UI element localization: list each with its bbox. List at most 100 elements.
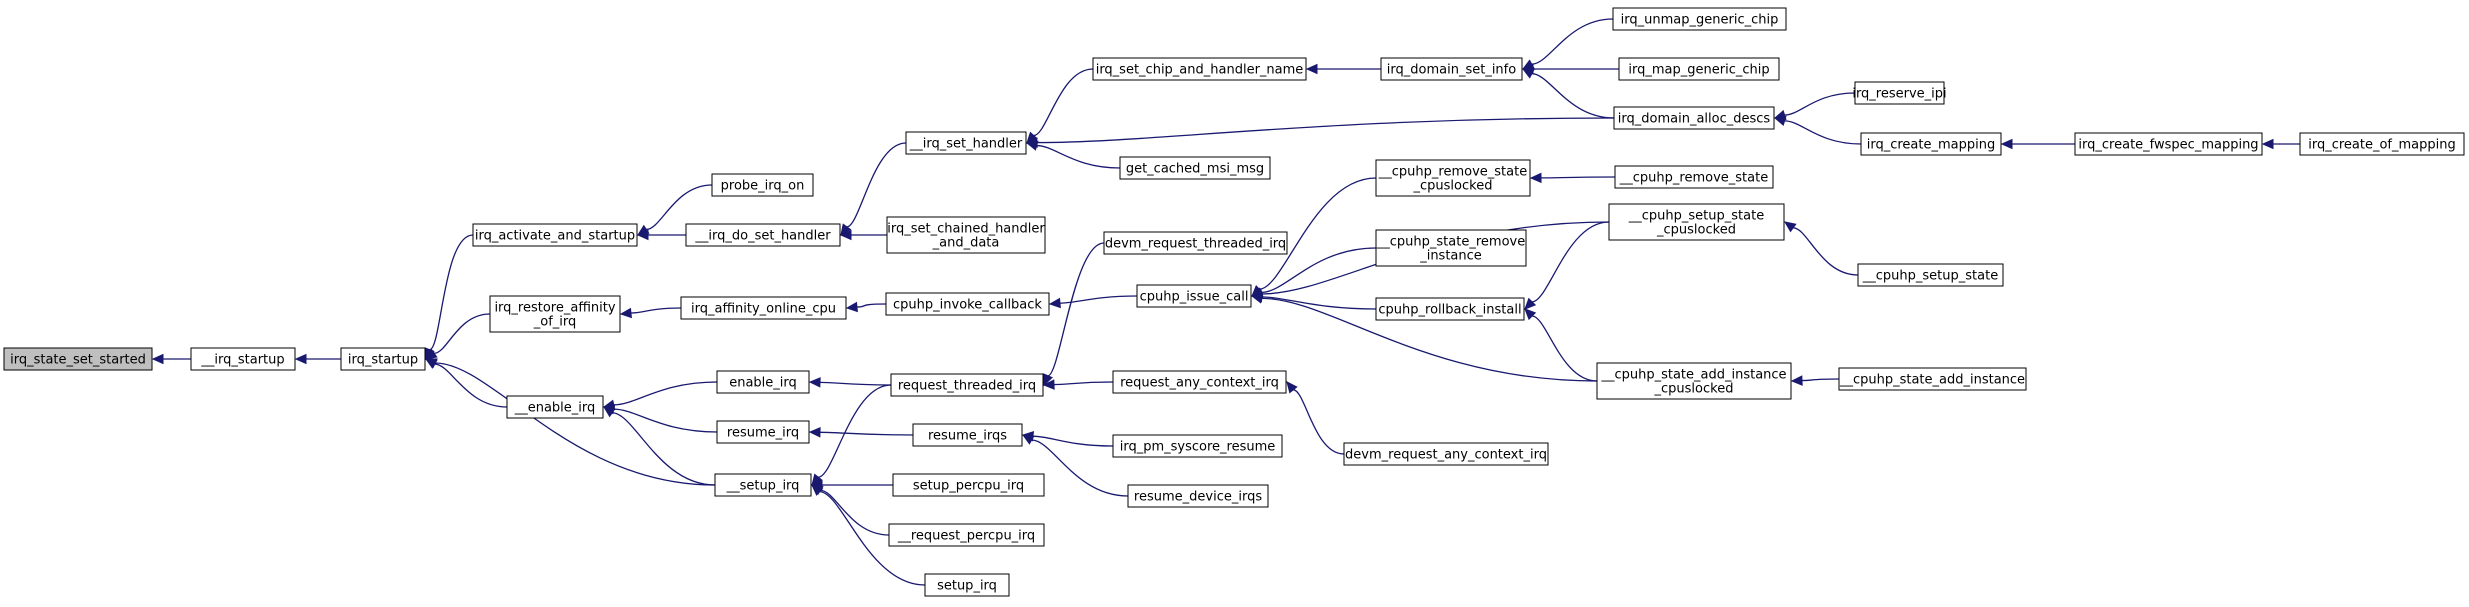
node-cpuhp-setup-state-cpuslocked[interactable]: __cpuhp_setup_state_cpuslocked [1608,203,1785,241]
node-label: cpuhp_invoke_callback [893,298,1042,313]
node-cpuhp-setup-state[interactable]: __cpuhp_setup_state [1857,263,2004,287]
node-irq-map-generic-chip[interactable]: irq_map_generic_chip [1618,57,1780,81]
node-get-cached-msi-msg[interactable]: get_cached_msi_msg [1119,156,1271,180]
node-label: setup_irq [937,579,997,594]
node-label: irq_map_generic_chip [1628,63,1769,78]
node-label: __cpuhp_state_add_instance [1839,373,2025,388]
node-cpuhp-remove-state[interactable]: __cpuhp_remove_state [1614,165,1774,189]
node-box [716,420,810,444]
node-irq-set-chained-handler-and-data[interactable]: irq_set_chained_handler_and_data [886,216,1046,254]
node-irq-set-chip-and-handler-name[interactable]: irq_set_chip_and_handler_name [1092,57,1307,81]
node-label: __irq_set_handler [909,137,1023,152]
node-irq-domain-alloc-descs[interactable]: irq_domain_alloc_descs [1613,106,1775,130]
node-label: irq_pm_syscore_resume [1120,440,1276,455]
node-label: cpuhp_issue_call [1140,290,1249,305]
node-cpuhp-state-remove-instance[interactable]: __cpuhp_state_remove_instance [1375,229,1527,267]
edge-arrowhead [2000,138,2013,150]
node-cpuhp-invoke-callback[interactable]: cpuhp_invoke_callback [885,292,1050,316]
edge-devm-request-threaded-irq-to-request-threaded-irq [1043,242,1105,387]
node-request-percpu-irq[interactable]: __request_percpu_irq [888,523,1045,547]
node-resume-irq[interactable]: resume_irq [716,420,810,444]
node-resume-irqs[interactable]: resume_irqs [912,423,1023,447]
node-enable-irq[interactable]: __enable_irq [506,395,604,419]
node-request-threaded-irq[interactable]: request_threaded_irq [890,373,1044,397]
node-irq-activate-and-startup[interactable]: irq_activate_and_startup [472,223,638,247]
node-label: devm_request_any_context_irq [1345,448,1547,463]
node-devm-request-threaded-irq[interactable]: devm_request_threaded_irq [1103,231,1288,255]
node-probe-irq-on[interactable]: probe_irq_on [711,173,814,197]
edge-irq-domain-set-info-to-irq-set-chip-and-handler-name [1305,63,1381,75]
node-irq-pm-syscore-resume[interactable]: irq_pm_syscore_resume [1112,434,1283,458]
node-label: irq_domain_set_info [1387,63,1516,78]
node-irq-startup[interactable]: __irq_startup [190,347,296,371]
node-irq-reserve-ipi[interactable]: irq_reserve_ipi [1852,81,1947,105]
node-irq-create-fwspec-mapping[interactable]: irq_create_fwspec_mapping [2074,132,2263,156]
node-cpuhp-state-add-instance[interactable]: __cpuhp_state_add_instance [1838,367,2027,391]
edge-devm-request-any-context-irq-to-request-any-context-irq [1286,381,1345,455]
edge-cpuhp-rollback-install-to-cpuhp-issue-call [1250,291,1377,310]
node-irq-unmap-generic-chip[interactable]: irq_unmap_generic_chip [1612,7,1787,31]
edge-irq-set-chip-and-handler-name-to-irq-set-handler [1026,68,1094,144]
edge-irq-do-set-handler-to-irq-activate-and-startup [636,229,686,241]
edge-resume-irq-to-enable-irq [602,404,718,433]
node-label: irq_create_mapping [1867,138,1995,153]
edge-line [1261,247,1377,294]
node-devm-request-any-context-irq[interactable]: devm_request_any_context_irq [1343,442,1549,466]
edge-line [646,184,713,231]
node-cpuhp-remove-state-cpuslocked[interactable]: __cpuhp_remove_state_cpuslocked [1375,159,1531,197]
edge-arrowhead [1305,63,1318,75]
node-box [1618,57,1780,81]
node-label: enable_irq [729,376,797,391]
node-box [1112,370,1287,394]
edge-irq-affinity-online-cpu-to-irq-restore-affinity-of-irq [619,307,682,319]
node-setup-percpu-irq[interactable]: setup_percpu_irq [892,473,1045,497]
node-setup-irq[interactable]: __setup_irq [714,473,812,497]
edge-arrowhead [1043,373,1053,387]
edge-arrowhead [1025,137,1038,148]
edge-line [1784,120,1862,145]
edge-line [1036,117,1615,144]
node-request-any-context-irq[interactable]: request_any_context_irq [1112,370,1287,394]
node-box [1112,434,1283,458]
node-irq-startup[interactable]: irq_startup [340,347,426,371]
node-label: irq_activate_and_startup [475,229,635,244]
node-label: probe_irq_on [721,179,805,194]
edge-arrowhead [1524,297,1537,310]
node-irq-create-mapping[interactable]: irq_create_mapping [1860,132,2002,156]
node-label: __cpuhp_setup_state [1628,209,1764,224]
edge-line [1531,73,1615,119]
node-box [1119,156,1271,180]
edge-irq-create-of-mapping-to-irq-create-fwspec-mapping [2261,138,2300,150]
node-irq-restore-affinity-of-irq[interactable]: irq_restore_affinity_of_irq [489,295,621,333]
node-label: __setup_irq [726,479,800,494]
node-enable-irq[interactable]: enable_irq [716,370,810,394]
node-box [905,131,1027,155]
edge-arrowhead [1250,293,1264,304]
node-label: __cpuhp_remove_state [1378,165,1527,180]
edge-arrowhead [845,301,858,313]
edge-setup-irq-to-enable-irq [603,406,716,486]
node-box [2299,132,2465,156]
edge-line [1531,315,1598,382]
node-irq-affinity-online-cpu[interactable]: irq_affinity_online_cpu [680,296,847,320]
node-box [1614,165,1774,189]
edge-arrowhead [808,427,821,438]
edge-irq-set-handler-to-irq-do-set-handler [840,142,907,236]
edge-line [1033,68,1094,137]
node-cpuhp-rollback-install[interactable]: cpuhp_rollback_install [1375,297,1525,321]
edge-line [1059,295,1138,304]
node-irq-set-handler[interactable]: __irq_set_handler [905,131,1027,155]
node-setup-irq[interactable]: setup_irq [924,573,1010,597]
node-irq-create-of-mapping[interactable]: irq_create_of_mapping [2299,132,2465,156]
edge-arrowhead [2261,138,2274,150]
edge-line [1801,378,1840,382]
node-cpuhp-issue-call[interactable]: cpuhp_issue_call [1136,284,1252,308]
node-irq-do-set-handler[interactable]: __irq_do_set_handler [685,223,841,247]
node-irq-state-set-started[interactable]: irq_state_set_started [3,347,153,371]
node-irq-domain-set-info[interactable]: irq_domain_set_info [1380,57,1523,81]
node-resume-device-irqs[interactable]: resume_device_irqs [1127,484,1269,508]
edge-arrowhead [1790,375,1803,386]
node-cpuhp-state-add-instance-cpuslocked[interactable]: __cpuhp_state_add_instance_cpuslocked [1596,362,1792,400]
node-label: resume_irq [727,426,799,441]
